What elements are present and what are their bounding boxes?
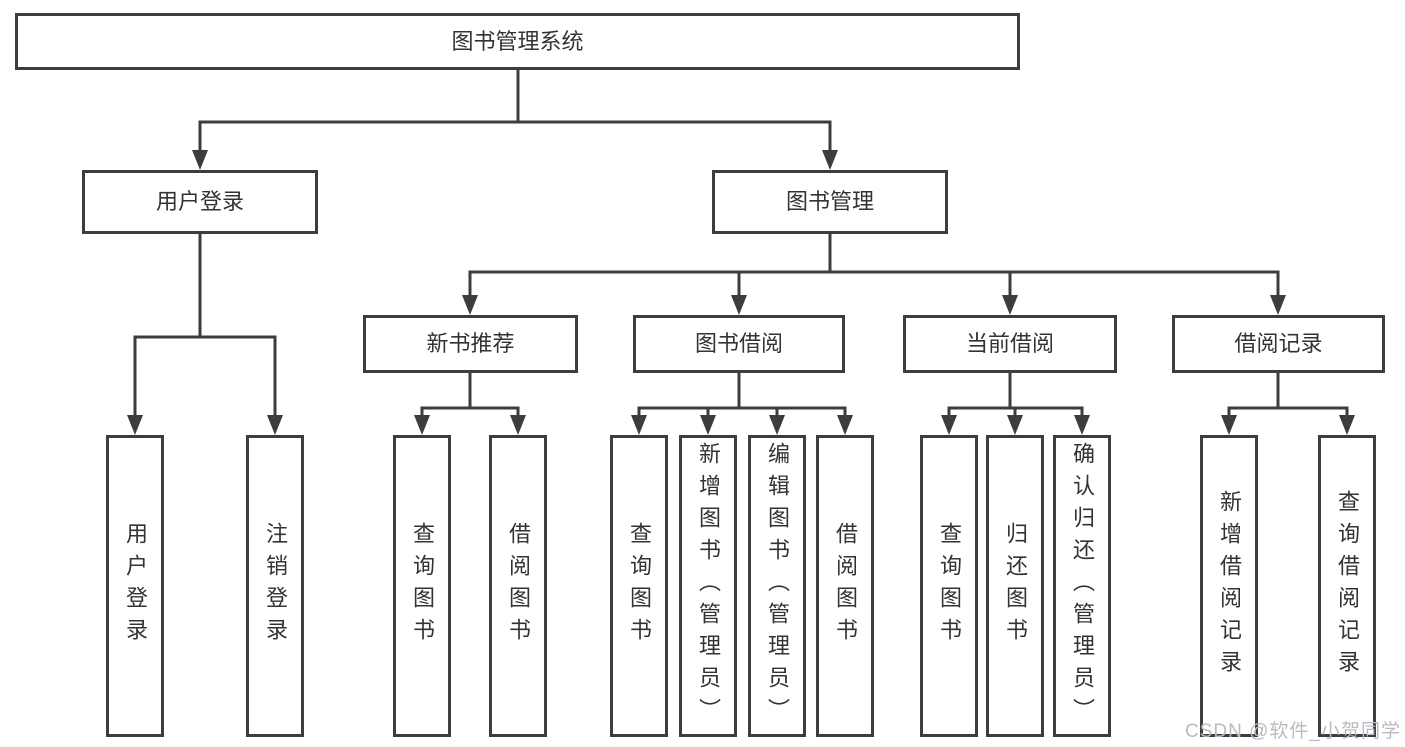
connector-login [133, 232, 277, 418]
leaf-nbr-borrow-books: 借阅图书 [489, 435, 547, 737]
node-book-borrow: 图书借阅 [633, 315, 845, 373]
leaf-bb-add-books-admin: 新增图书（管理员） [679, 435, 737, 737]
leaf-bb-search-books: 查询图书 [610, 435, 668, 737]
leaf-logout: 注销登录 [246, 435, 304, 737]
connector-mgmt [468, 232, 1280, 298]
leaf-br-add-borrow-record: 新增借阅记录 [1200, 435, 1258, 737]
node-root: 图书管理系统 [15, 13, 1020, 70]
connector-br [1227, 371, 1349, 419]
leaf-cb-return-books: 归还图书 [986, 435, 1044, 737]
node-book-management: 图书管理 [712, 170, 948, 234]
leaf-cb-search-books: 查询图书 [920, 435, 978, 737]
connector-root [198, 68, 832, 154]
node-user-login: 用户登录 [82, 170, 318, 234]
leaf-cb-confirm-return-admin: 确认归还（管理员） [1053, 435, 1111, 737]
node-new-book-recommend: 新书推荐 [363, 315, 578, 373]
leaf-bb-borrow-books: 借阅图书 [816, 435, 874, 737]
connector-bb [637, 371, 847, 419]
arrowheads [127, 150, 1355, 435]
leaf-br-search-borrow-record: 查询借阅记录 [1318, 435, 1376, 737]
watermark: CSDN @软件_小贺同学 [1185, 721, 1401, 742]
node-borrow-records: 借阅记录 [1172, 315, 1385, 373]
connector-nbr [420, 371, 520, 419]
node-current-borrow: 当前借阅 [903, 315, 1117, 373]
leaf-nbr-search-books: 查询图书 [393, 435, 451, 737]
leaf-bb-edit-books-admin: 编辑图书（管理员） [748, 435, 806, 737]
leaf-user-login: 用户登录 [106, 435, 164, 737]
connector-cb [947, 371, 1084, 419]
